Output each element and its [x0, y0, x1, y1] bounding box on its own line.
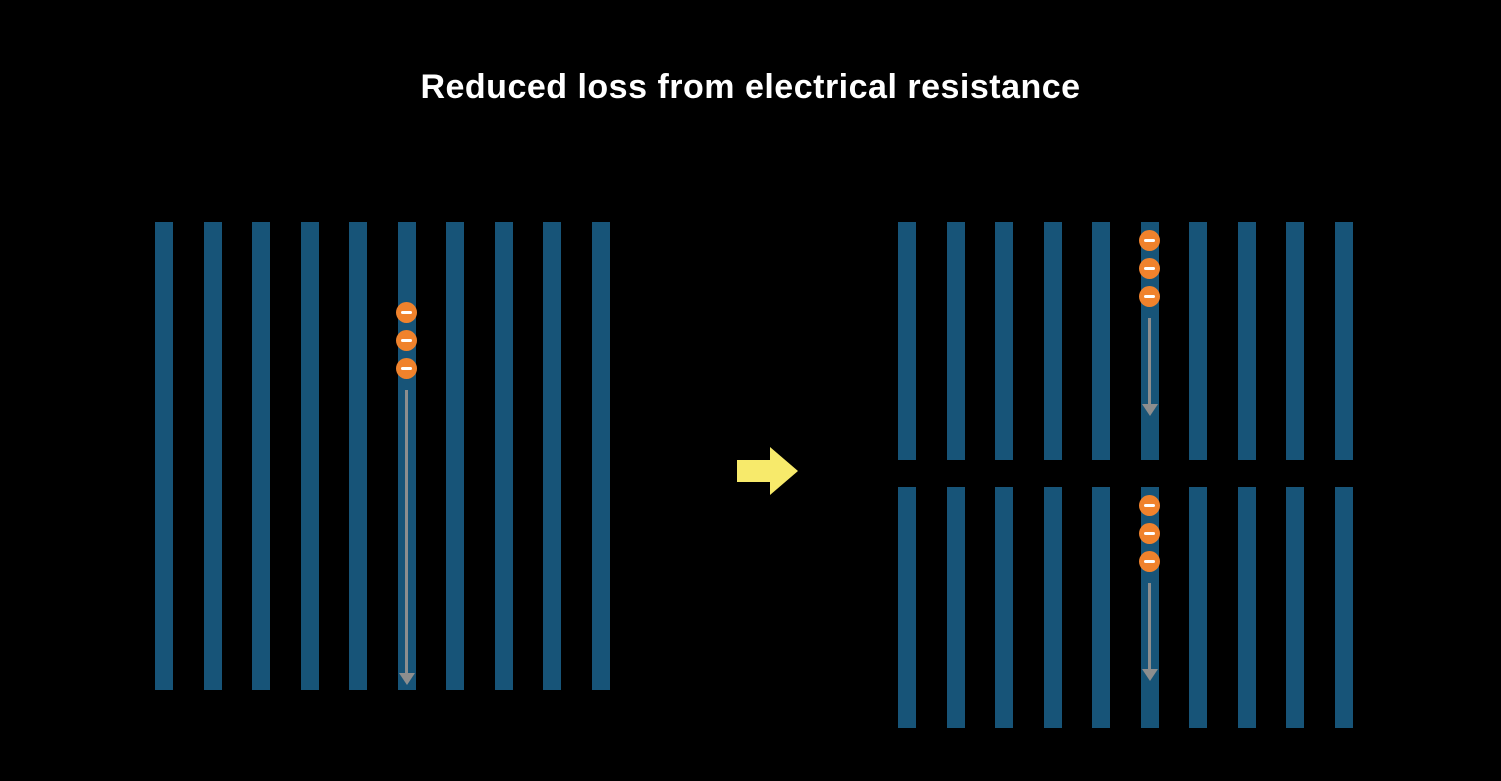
flow-arrow-head — [1141, 669, 1158, 681]
panel-single-conductor — [155, 222, 610, 690]
electron-flow-track — [394, 222, 420, 690]
conductor-bar — [1334, 222, 1353, 460]
minus-icon — [1144, 531, 1156, 536]
minus-icon — [401, 310, 413, 315]
conductor-bar — [1092, 222, 1111, 460]
conductor-section-split-top — [898, 222, 1353, 460]
conductor-bar — [155, 222, 173, 690]
conductor-bars — [155, 222, 610, 690]
conductor-bar — [300, 222, 319, 690]
electron-icon — [396, 358, 418, 379]
minus-icon — [1144, 294, 1156, 299]
minus-icon — [1144, 266, 1156, 271]
electron-flow-track — [1137, 487, 1163, 728]
conductor-bar — [1043, 487, 1062, 728]
conductor-bar — [203, 222, 222, 690]
flow-arrow-line — [405, 390, 409, 673]
conductor-bar — [446, 222, 465, 690]
transition-arrow-icon — [737, 447, 798, 495]
flow-arrow-line — [1148, 318, 1152, 404]
panel-split-conductor — [898, 222, 1353, 728]
electron-icon — [1139, 230, 1161, 251]
conductor-bars — [898, 487, 1353, 728]
conductor-bar — [995, 222, 1014, 460]
conductor-bar — [898, 222, 916, 460]
electron-icon — [1139, 258, 1161, 279]
electron-icon — [396, 302, 418, 323]
conductor-bar — [543, 222, 562, 690]
flow-arrow-head — [1141, 404, 1158, 416]
conductor-bar — [1189, 222, 1208, 460]
minus-icon — [401, 366, 413, 371]
conductor-bar — [946, 222, 965, 460]
minus-icon — [1144, 503, 1156, 508]
electron-icon — [396, 330, 418, 351]
flow-arrow-head — [398, 673, 415, 685]
conductor-bar — [1189, 487, 1208, 728]
conductor-section-single — [155, 222, 610, 690]
conductor-bar — [1334, 487, 1353, 728]
conductor-bar — [1286, 222, 1305, 460]
conductor-bar — [591, 222, 610, 690]
electron-icon — [1139, 551, 1161, 572]
electron-icon — [1139, 523, 1161, 544]
diagram-title: Reduced loss from electrical resistance — [420, 68, 1081, 106]
conductor-bar — [1237, 222, 1256, 460]
conductor-bar — [946, 487, 965, 728]
conductor-bar — [1237, 487, 1256, 728]
electron-icon — [1139, 495, 1161, 516]
conductor-bar — [1286, 487, 1305, 728]
electron-icon — [1139, 286, 1161, 307]
minus-icon — [1144, 238, 1156, 243]
conductor-bars — [898, 222, 1353, 460]
conductor-bar — [1092, 487, 1111, 728]
conductor-bar — [1043, 222, 1062, 460]
conductor-section-split-bottom — [898, 487, 1353, 728]
conductor-bar — [252, 222, 271, 690]
conductor-bar — [349, 222, 368, 690]
minus-icon — [401, 338, 413, 343]
flow-arrow-line — [1148, 583, 1152, 669]
conductor-bar — [898, 487, 916, 728]
conductor-bar — [494, 222, 513, 690]
conductor-bar — [995, 487, 1014, 728]
electron-flow-track — [1137, 222, 1163, 460]
minus-icon — [1144, 559, 1156, 564]
